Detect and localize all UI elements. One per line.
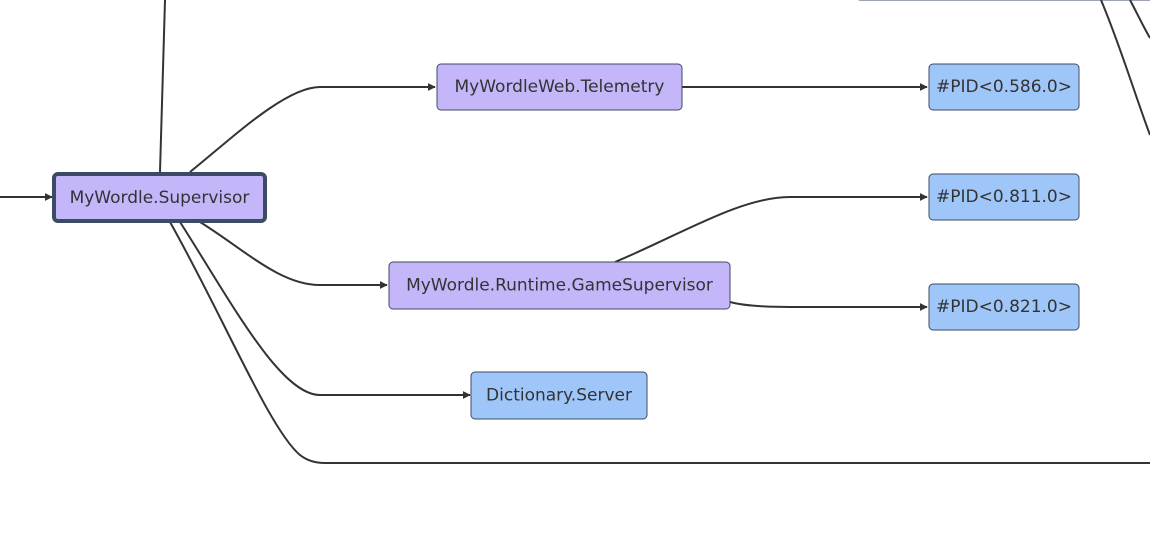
node-pid-811-box (928, 173, 1080, 221)
node-dictionary-server[interactable]: Dictionary.Server (470, 371, 648, 420)
edges (0, 0, 1150, 464)
node-dictionary-server-label: Dictionary.Server (486, 386, 632, 406)
edge-offscreen-top-right-1 (1100, 0, 1150, 136)
node-root-supervisor-label: MyWordle.Supervisor (70, 188, 250, 208)
node-pid-811-label: #PID<0.811.0> (936, 187, 1072, 207)
node-pid-586[interactable]: #PID<0.586.0> (928, 63, 1080, 111)
edge-root-to-telemetry (189, 83, 436, 173)
edge-root-to-dictionary-server (179, 221, 471, 399)
node-telemetry-label: MyWordleWeb.Telemetry (455, 77, 665, 97)
node-game-supervisor-box (388, 261, 731, 310)
node-pid-586-label: #PID<0.586.0> (936, 77, 1072, 97)
node-pid-586-box (928, 63, 1080, 111)
edge-game-supervisor-to-pid-821 (729, 301, 928, 311)
edge-root-to-offscreen-right (169, 221, 1150, 464)
node-game-supervisor[interactable]: MyWordle.Runtime.GameSupervisor (388, 261, 731, 310)
edge-game-supervisor-to-pid-811 (614, 193, 928, 263)
node-game-supervisor-label: MyWordle.Runtime.GameSupervisor (406, 276, 713, 296)
node-pid-811[interactable]: #PID<0.811.0> (928, 173, 1080, 221)
edge-root-to-game-supervisor (199, 221, 388, 289)
node-pid-821-box (928, 283, 1080, 331)
edge-offscreen-top-right-2 (1129, 0, 1150, 39)
node-telemetry[interactable]: MyWordleWeb.Telemetry (436, 63, 683, 111)
node-root-supervisor[interactable]: MyWordle.Supervisor (52, 172, 267, 223)
edge-root-to-offscreen-top (159, 0, 166, 173)
node-telemetry-box (436, 63, 683, 111)
node-root-supervisor-box (52, 172, 267, 223)
node-pid-821-label: #PID<0.821.0> (936, 297, 1072, 317)
node-pid-821[interactable]: #PID<0.821.0> (928, 283, 1080, 331)
node-dictionary-server-box (470, 371, 648, 420)
